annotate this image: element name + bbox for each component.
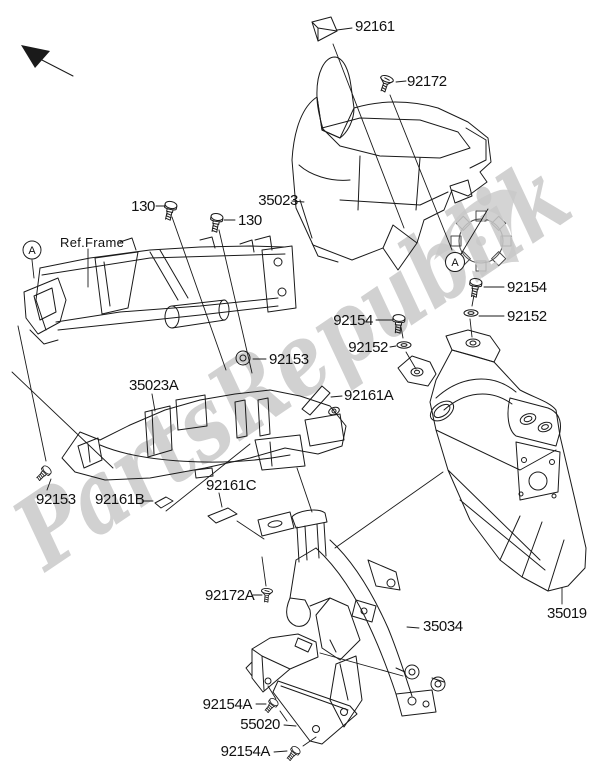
part-label-55020: 55020: [240, 716, 280, 733]
part-label-92154-left: 92154: [333, 312, 373, 329]
part-label-92154a-upper: 92154A: [202, 696, 253, 713]
damper-92161a: [301, 385, 331, 416]
part-35019: [397, 329, 587, 592]
part-35023a: [61, 389, 347, 481]
direction-arrow-icon: [21, 45, 74, 77]
bolt-92154a-upper: [262, 696, 280, 715]
bolt-130-right: [207, 212, 224, 234]
damper-92161b: [154, 496, 174, 509]
part-label-92152-left: 92152: [348, 339, 388, 356]
part-label-92161: 92161: [355, 18, 395, 35]
part-label-92172a: 92172A: [205, 587, 255, 604]
part-label-130-left: 130: [131, 198, 155, 215]
part-label-130-right: 130: [238, 212, 262, 229]
part-55020: [245, 633, 358, 745]
screw-92172a: [260, 587, 274, 603]
view-marker-a-left: A: [22, 240, 42, 260]
leader-lines: [11, 27, 563, 753]
part-label-92153-lower: 92153: [36, 491, 76, 508]
screw-92172: [376, 73, 395, 94]
part-label-35023a: 35023A: [129, 377, 179, 394]
gear-icon: [450, 210, 512, 272]
part-label-92154-right: 92154: [507, 279, 547, 296]
part-label-35023: 35023: [258, 192, 298, 209]
part-label-35034: 35034: [423, 618, 463, 635]
ref-frame-label: Ref.Frame: [60, 235, 125, 250]
svg-text:A: A: [28, 245, 36, 257]
bolt-130-left: [161, 199, 179, 222]
damper-92161: [311, 16, 338, 42]
frame-assembly: [23, 235, 297, 345]
part-label-92154a-lower: 92154A: [220, 743, 271, 760]
part-35034: [257, 509, 446, 728]
damper-92161c: [207, 507, 238, 524]
svg-text:A: A: [451, 257, 459, 269]
part-label-92152-right: 92152: [507, 308, 547, 325]
part-label-92161c: 92161C: [206, 477, 257, 494]
part-35023: [291, 56, 492, 271]
part-label-92161a: 92161A: [344, 387, 394, 404]
part-label-92153-upper: 92153: [269, 351, 309, 368]
bolt-92154a-lower: [284, 744, 302, 763]
part-label-92172: 92172: [407, 73, 447, 90]
part-label-92161b: 92161B: [95, 491, 145, 508]
part-label-35019: 35019: [547, 605, 587, 622]
view-marker-a-right: A: [445, 252, 465, 272]
